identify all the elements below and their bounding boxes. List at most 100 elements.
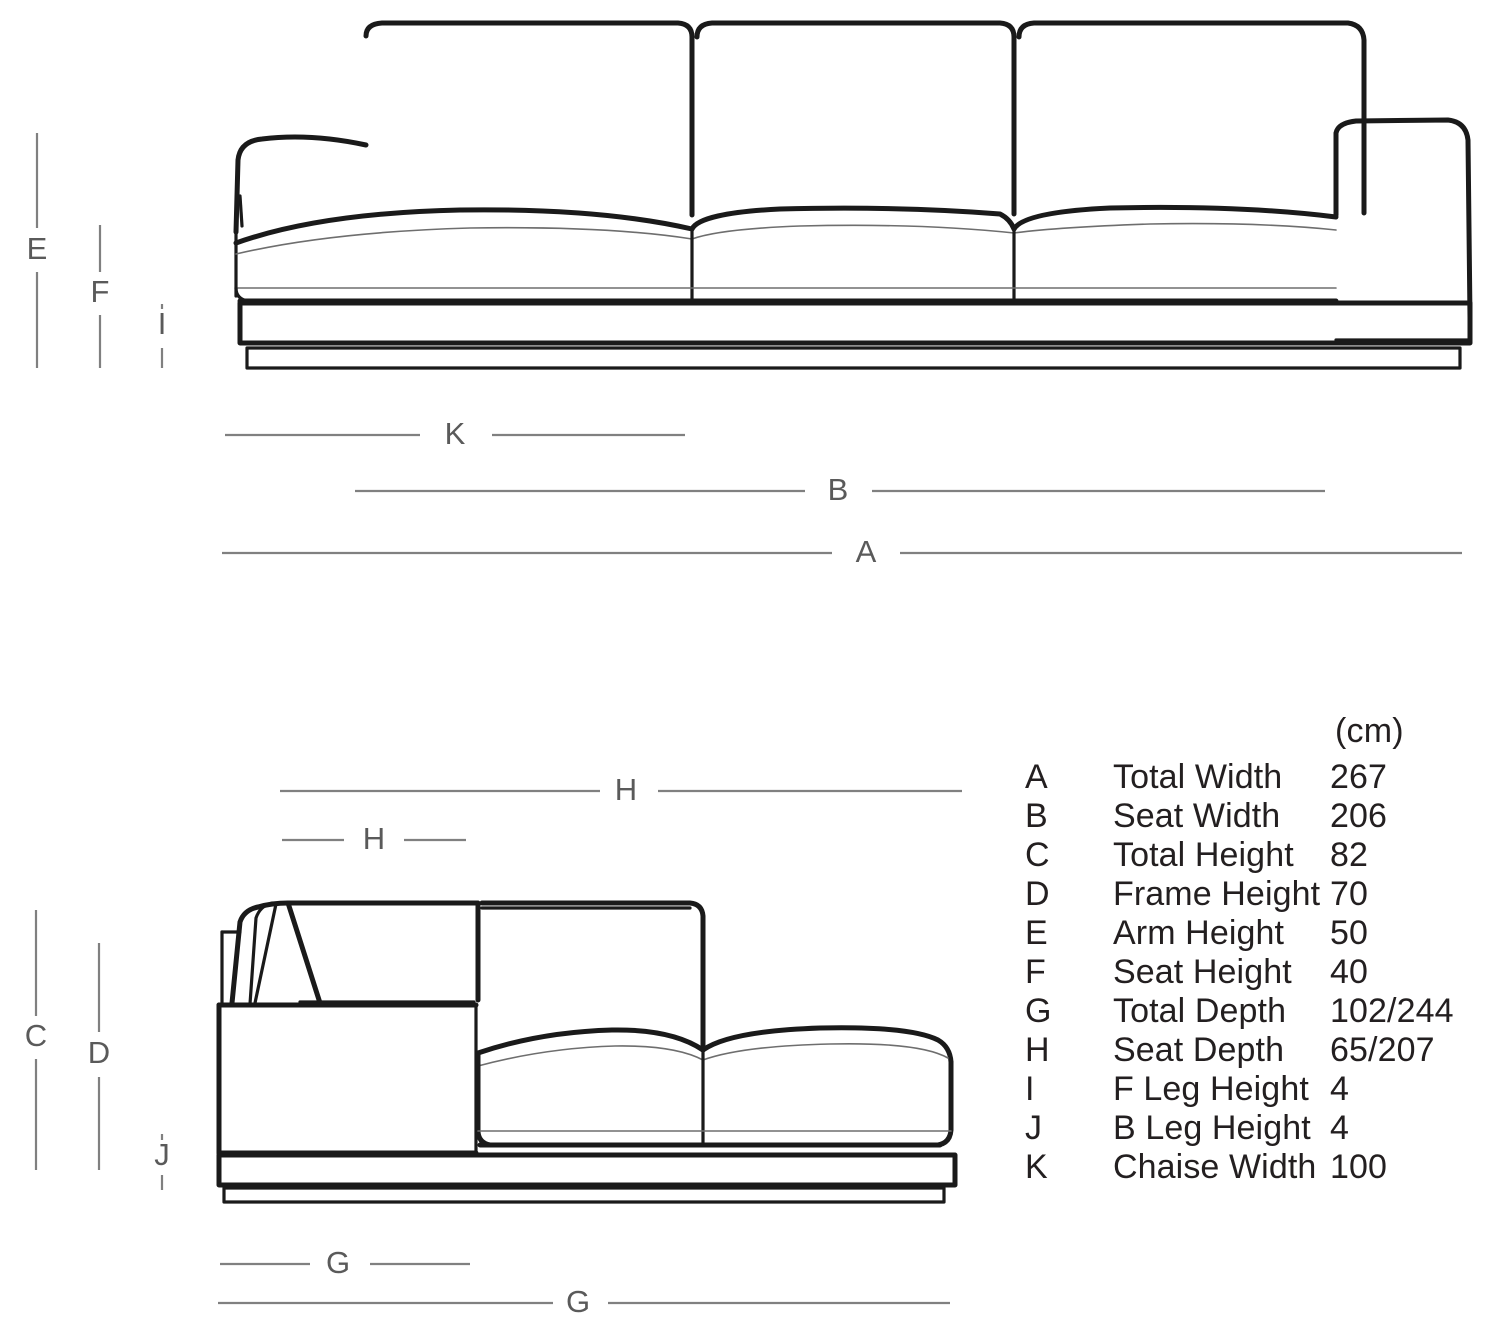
side-back-cushion-a <box>229 904 261 1006</box>
side-leg-band <box>222 1186 946 1204</box>
side-dim-C: C <box>25 910 47 1170</box>
legend-value-c: 82 <box>1330 836 1369 874</box>
front-seat-cushion-2-top <box>689 205 1017 232</box>
front-back-cushion-2 <box>694 20 1017 217</box>
legend-name-g: Total Depth <box>1113 992 1287 1030</box>
legend-row-i: I F Leg Height 4 <box>1020 1070 1490 1109</box>
side-elevation-view: C D J H H <box>25 772 962 1319</box>
legend-key-a: A <box>1025 758 1048 796</box>
legend-key-h: H <box>1025 1031 1050 1069</box>
front-dim-B-label: B <box>828 472 849 507</box>
front-elevation-view: E F I K B <box>27 20 1473 569</box>
legend-key-k: K <box>1025 1148 1048 1186</box>
legend-value-e: 50 <box>1330 914 1369 952</box>
front-left-arm-side-seam <box>238 194 244 228</box>
legend-key-f: F <box>1025 953 1046 991</box>
side-dim-D-label: D <box>88 1035 110 1070</box>
side-back-panel-2 <box>479 900 706 1053</box>
legend-row-a: A Total Width 267 <box>1020 758 1490 797</box>
legend-row-g: G Total Depth 102/244 <box>1020 992 1490 1031</box>
front-dim-E-label: E <box>27 231 48 266</box>
legend-name-f: Seat Height <box>1113 953 1292 991</box>
front-dim-A: A <box>222 534 1462 569</box>
legend-row-b: B Seat Width 206 <box>1020 797 1490 836</box>
side-seat-cushion-2-top <box>700 1025 954 1065</box>
legend-value-f: 40 <box>1330 953 1369 991</box>
front-dim-E: E <box>27 133 48 368</box>
side-seat-cushion-1-top <box>475 1027 706 1056</box>
legend-key-g: G <box>1025 992 1052 1030</box>
side-back-cushion-a-inner <box>248 901 274 1006</box>
front-dim-K-label: K <box>445 416 466 451</box>
front-back-cushion-1 <box>363 20 695 218</box>
legend-key-j: J <box>1025 1109 1042 1147</box>
side-dim-D: D <box>88 943 110 1170</box>
front-back-cushion-3 <box>1016 20 1367 216</box>
legend-value-h: 65/207 <box>1330 1031 1435 1069</box>
front-dim-B: B <box>355 472 1325 507</box>
legend-name-d: Frame Height <box>1113 875 1321 913</box>
legend-unit-label: (cm) <box>1335 712 1404 750</box>
side-base-plinth <box>216 1152 958 1188</box>
legend-key-c: C <box>1025 836 1050 874</box>
front-leg-band <box>245 346 1462 370</box>
legend-key-i: I <box>1025 1070 1035 1108</box>
legend-row-f: F Seat Height 40 <box>1020 953 1490 992</box>
legend-row-e: E Arm Height 50 <box>1020 914 1490 953</box>
legend-row-j: J B Leg Height 4 <box>1020 1109 1490 1148</box>
side-dim-C-label: C <box>25 1018 47 1053</box>
side-dim-G-long-label: G <box>566 1284 590 1319</box>
legend-name-h: Seat Depth <box>1113 1031 1285 1069</box>
side-seat-cushion-1-seam <box>477 1045 704 1067</box>
legend-name-e: Arm Height <box>1113 914 1285 952</box>
side-seat-cushion-2-seam <box>702 1042 949 1061</box>
side-dim-G-short-label: G <box>326 1245 350 1280</box>
side-seat-cushion-2-right <box>935 1059 954 1148</box>
side-dim-H-long: H <box>280 772 962 807</box>
front-dim-F: F <box>91 225 110 368</box>
side-dim-H-long-label: H <box>615 772 637 807</box>
legend-value-b: 206 <box>1330 797 1388 835</box>
front-seat-cushion-2-seam <box>691 224 1015 240</box>
side-dim-H-short-label: H <box>363 821 385 856</box>
legend-value-i: 4 <box>1330 1070 1350 1108</box>
side-back-cushion-b-left <box>253 902 278 1005</box>
legend-value-d: 70 <box>1330 875 1369 913</box>
legend-name-c: Total Height <box>1113 836 1294 874</box>
front-right-arm <box>1333 117 1473 321</box>
side-dim-H-short: H <box>282 821 466 856</box>
legend-name-k: Chaise Width <box>1113 1148 1317 1186</box>
side-dim-J: J <box>154 1134 170 1190</box>
front-dim-I: I <box>158 304 167 368</box>
legend-key-d: D <box>1025 875 1050 913</box>
legend-name-b: Seat Width <box>1113 797 1281 835</box>
side-dim-J-label: J <box>154 1137 170 1172</box>
side-back-cushion-b <box>285 900 323 1006</box>
side-dim-G-long: G <box>218 1284 950 1319</box>
legend-key-b: B <box>1025 797 1048 835</box>
legend-row-d: D Frame Height 70 <box>1020 875 1490 914</box>
legend-row-k: K Chaise Width 100 <box>1020 1148 1490 1187</box>
legend-value-j: 4 <box>1330 1109 1350 1147</box>
side-seat-back-panel-top <box>465 900 481 1003</box>
legend-row-list: A Total Width 267 B Seat Width 206 C Tot… <box>1020 758 1490 1187</box>
front-dim-F-label: F <box>91 274 110 309</box>
legend-row-h: H Seat Depth 65/207 <box>1020 1031 1490 1070</box>
front-dim-A-label: A <box>856 534 877 569</box>
front-dim-I-label: I <box>158 306 167 341</box>
legend-row-c: C Total Height 82 <box>1020 836 1490 875</box>
front-dim-K: K <box>225 416 685 451</box>
legend-name-j: B Leg Height <box>1113 1109 1311 1147</box>
front-seat-cushion-1-seam <box>235 226 693 255</box>
legend-name-i: F Leg Height <box>1113 1070 1309 1108</box>
front-seat-cushion-3-top <box>1011 204 1339 232</box>
front-seat-bottom-round-left <box>234 286 250 303</box>
side-dim-G-short: G <box>220 1245 470 1280</box>
front-left-arm <box>233 134 369 235</box>
front-seat-cushion-1-top <box>233 207 695 246</box>
legend-value-g: 102/244 <box>1330 992 1454 1030</box>
front-base-plinth <box>237 300 1473 346</box>
legend-value-a: 267 <box>1330 758 1388 796</box>
